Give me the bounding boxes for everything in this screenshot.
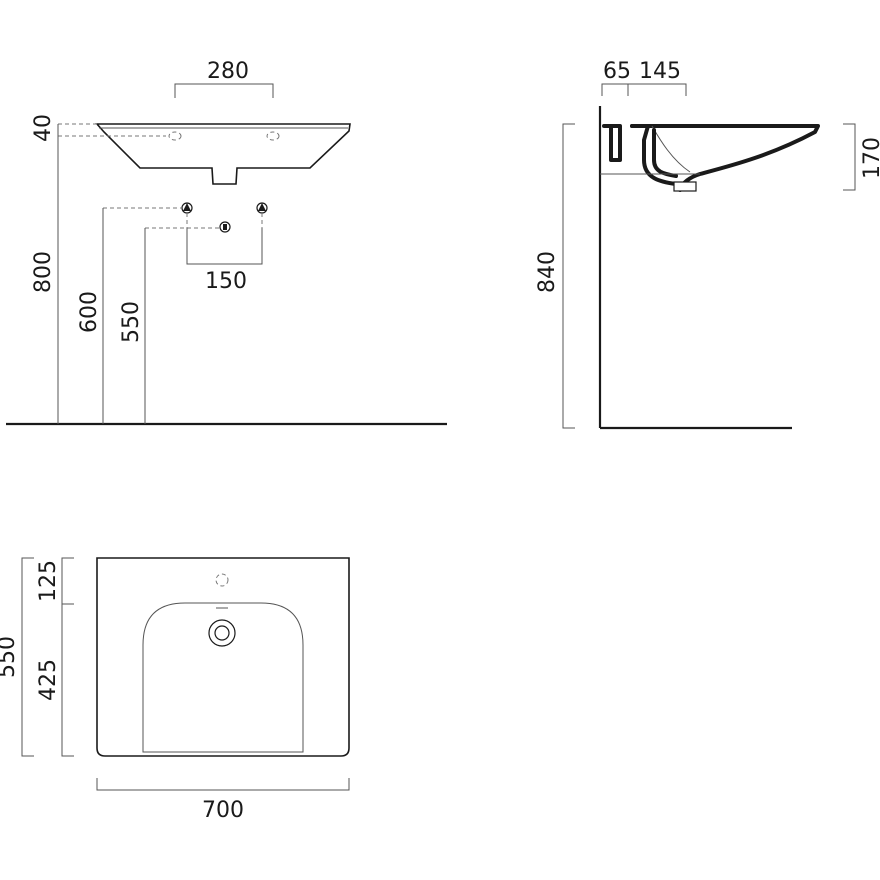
plan-dim-125-bracket: [61, 557, 74, 605]
plan-dim-700-bracket: [96, 778, 350, 791]
plan-dim-550-label: 550: [0, 636, 20, 678]
plan-tap-hole: [215, 573, 229, 587]
plan-dim-700-label: 700: [202, 798, 244, 823]
side-dim-170-bracket: [843, 123, 856, 191]
front-dim-150-label: 150: [205, 269, 247, 294]
plan-bowl-outline: [142, 602, 304, 753]
front-dim-280-label: 280: [207, 59, 249, 84]
front-tap-hole-left: [168, 131, 182, 141]
front-supply-valve-left-mark: [183, 203, 191, 211]
plan-drain-inner: [214, 625, 230, 641]
plan-basin-outline: [96, 557, 350, 757]
front-tap-hole-right: [266, 131, 280, 141]
front-waste-outlet-mark: [223, 224, 227, 230]
side-dim-65-bracket: [601, 83, 629, 96]
side-basin-profile: [602, 124, 820, 192]
front-basin-outline: [95, 123, 351, 185]
side-dim-840-label: 840: [535, 251, 560, 293]
side-view: 65 145 840 170: [535, 59, 880, 430]
plan-dim-550-bracket: [21, 557, 34, 757]
side-dim-840-bracket: [562, 123, 575, 429]
front-dim-150-bracket: [186, 228, 263, 265]
side-basin-inner: [651, 125, 691, 173]
front-view: 280 40 800 600 550 150: [6, 59, 447, 426]
side-dim-145-bracket: [628, 83, 687, 96]
front-dim-280-bracket: [174, 83, 274, 98]
plan-view: 125 425 550 700: [0, 557, 350, 823]
front-dim-550-label: 550: [119, 301, 144, 343]
front-dim-800-label: 800: [31, 251, 56, 293]
front-dim-40-label: 40: [31, 114, 56, 142]
front-dim-150-dash: [186, 213, 263, 228]
side-trap-inner: [652, 128, 678, 178]
plan-dim-125-label: 125: [36, 560, 61, 602]
front-dim-600-label: 600: [77, 291, 102, 333]
plan-dim-425-label: 425: [36, 659, 61, 701]
side-waste-outlet: [673, 181, 697, 192]
plan-dim-425-bracket: [61, 604, 74, 757]
side-dim-65-label: 65: [603, 59, 631, 84]
front-supply-valve-right-mark: [258, 203, 266, 211]
side-dim-170-label: 170: [860, 137, 880, 179]
side-dim-145-label: 145: [639, 59, 681, 84]
